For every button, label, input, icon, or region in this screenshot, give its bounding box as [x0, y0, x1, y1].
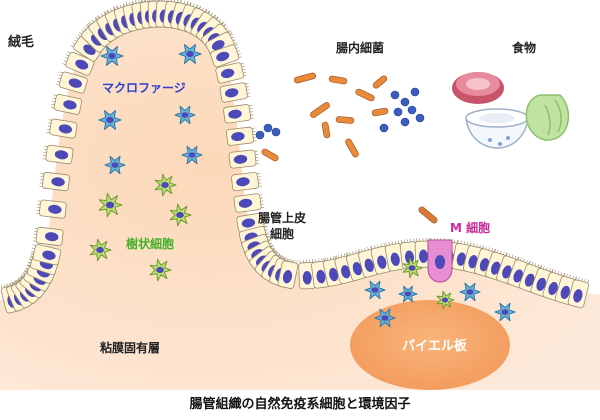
m-cell: [427, 239, 453, 283]
epithelial-cell-label-line2: 細胞: [270, 226, 294, 241]
epithelial-cell: [231, 172, 262, 192]
macrophage-cell: [398, 285, 418, 303]
epithelial-cell: [384, 240, 405, 272]
epithelial-cell: [210, 44, 243, 68]
food-rice-bowl-icon: [465, 108, 529, 149]
rod-bacterium: [310, 102, 330, 118]
cocci-bacterium: [400, 117, 410, 127]
epithelial-cell: [226, 126, 257, 146]
epithelial-cell: [62, 51, 95, 76]
cocci-bacterium: [407, 105, 417, 115]
dendritic-cell-label: 樹状細胞: [126, 236, 174, 251]
macrophage-cell: [181, 145, 203, 165]
epithelial-cell: [36, 199, 67, 219]
cocci-bacterium: [379, 123, 389, 133]
rod-bacterium: [335, 116, 355, 124]
epithelial-cell: [233, 193, 265, 213]
cocci-bacterium: [390, 90, 400, 100]
rod-bacterium: [345, 138, 359, 158]
villus-label: 絨毛: [8, 34, 34, 50]
epithelial-cell: [46, 118, 78, 139]
epithelial-cell: [228, 149, 260, 169]
rod-bacterium: [321, 121, 331, 139]
macrophage-cell: [174, 105, 196, 125]
macrophage-cell: [178, 44, 202, 64]
dendritic-cell: [154, 173, 177, 197]
rod-bacterium: [328, 75, 348, 85]
peyers-patch-label: パイエル板: [402, 338, 468, 354]
dendritic-cell: [402, 257, 423, 279]
epithelial-cell: [42, 144, 74, 165]
macrophage-group: [98, 44, 516, 328]
cocci-bacterium: [393, 107, 403, 117]
dendritic-cell: [169, 203, 192, 227]
epithelial-cell: [567, 276, 590, 309]
cocci-bacterium: [410, 87, 420, 97]
epithelial-cell: [56, 71, 88, 94]
m-cell-label: M 細胞: [450, 220, 490, 235]
gut-bacteria-group: [255, 72, 438, 224]
epithelial-layer-floor: [298, 237, 590, 309]
epithelial-cell: [223, 104, 254, 124]
cocci-bacterium: [415, 113, 425, 123]
macrophage-cell: [459, 282, 481, 302]
peyers-patch: [350, 300, 510, 390]
dendritic-cell: [98, 192, 123, 218]
cocci-bacterium: [255, 130, 265, 140]
macrophage-cell: [364, 280, 386, 300]
rod-bacterium: [261, 148, 279, 162]
rod-bacterium: [293, 72, 317, 84]
rod-bacterium: [418, 206, 438, 224]
dendritic-cell: [89, 238, 112, 262]
food-label: 食物: [511, 40, 536, 55]
gut-bacteria-label: 腸内細菌: [336, 40, 384, 55]
dendritic-cell: [149, 258, 172, 282]
cocci-bacterium: [400, 97, 410, 107]
epithelial-layer-villus: [0, 0, 299, 314]
macrophage-cell: [104, 155, 126, 175]
epithelial-cell: [32, 226, 64, 246]
lamina-propria-label: 粘膜固有層: [100, 340, 160, 355]
macrophage-cell: [374, 308, 396, 328]
epithelial-cell: [298, 259, 316, 290]
cocci-bacterium: [263, 123, 273, 133]
food-lettuce-icon: [525, 94, 570, 141]
figure-caption: 腸管組織の自然免疫系細胞と環境因子: [189, 396, 410, 412]
dendritic-cell-group: [89, 173, 455, 310]
rod-bacterium: [372, 75, 388, 89]
epithelial-cell: [29, 244, 62, 266]
macrophage-cell: [100, 46, 124, 66]
epithelial-cell: [50, 94, 83, 115]
dendritic-cell: [436, 290, 455, 310]
rod-bacterium: [371, 107, 389, 117]
epithelial-cell: [215, 62, 247, 84]
macrophage-label: マクロファージ: [102, 81, 186, 95]
epithelial-cell: [39, 172, 70, 192]
cocci-bacterium: [271, 127, 281, 137]
epithelial-cell-label-line1: 腸管上皮: [258, 210, 306, 225]
rod-bacterium: [355, 88, 375, 102]
macrophage-cell: [98, 110, 122, 130]
food-meat-icon: [452, 72, 504, 104]
macrophage-cell: [494, 302, 516, 322]
epithelial-cell: [277, 257, 299, 289]
epithelial-cell: [219, 82, 251, 103]
